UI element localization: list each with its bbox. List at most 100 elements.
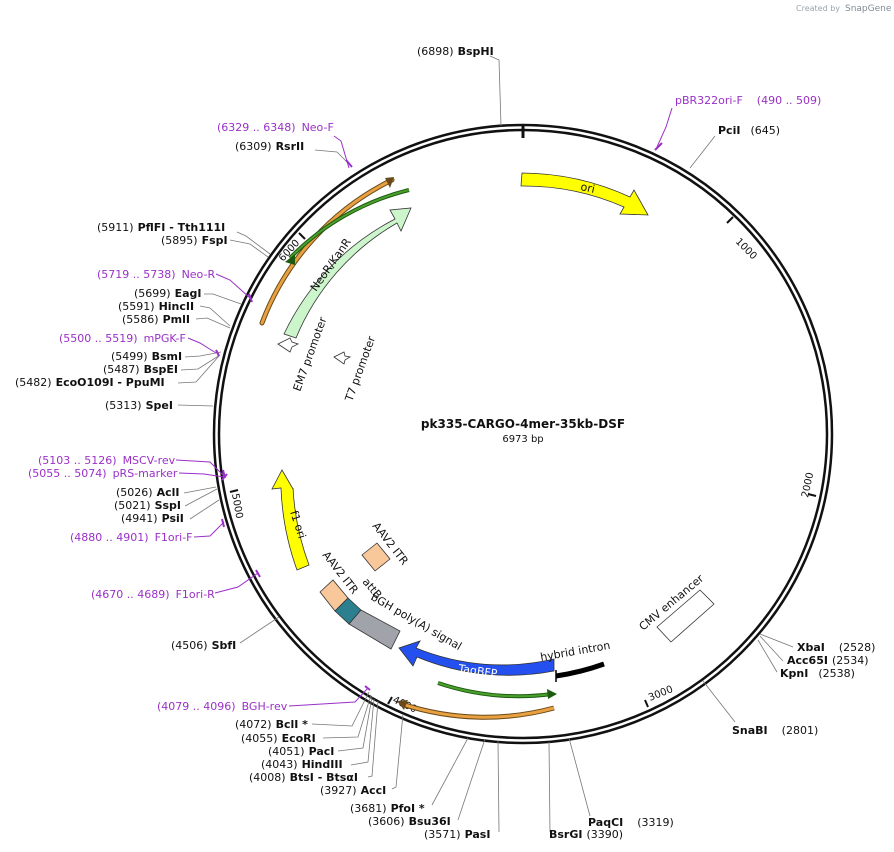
enzyme-acli-label: (5026)AclI [116, 486, 179, 499]
cmv-enhancer-feature[interactable] [656, 589, 715, 643]
primer-leader-prs-marker [178, 472, 225, 478]
hybrid-intron-label: hybrid intron [539, 639, 611, 664]
leader-bspei [180, 354, 221, 371]
tick-2000-mark [807, 493, 817, 497]
leader-kpni [757, 639, 778, 673]
plasmid-title-block: pk335-CARGO-4mer-35kb-DSF 6973 bp [421, 417, 625, 445]
enzyme-acci-label: (3927)AccI [320, 784, 386, 797]
enzyme-acci-name: AccI [361, 784, 387, 797]
hybrid-intron-feature[interactable] [555, 661, 605, 679]
tagbfp-feature[interactable] [398, 640, 555, 676]
enzyme-spei-name: SpeI [146, 399, 173, 412]
enzyme-bsphi-pos: (6898) [417, 45, 454, 58]
enzyme-leaders [177, 55, 794, 833]
enzyme-pcii-name: PciI [718, 124, 740, 137]
primer-leader-neo-f [333, 135, 350, 169]
primer-neo-r-range: (5719 .. 5738) [97, 268, 176, 281]
enzyme-bsrgi-name: BsrGI [549, 828, 582, 841]
enzyme-sbfi-name: SbfI [212, 639, 237, 652]
tick-3000-mark [644, 699, 649, 708]
tick-2000: 2000 [800, 471, 816, 498]
snapgene-credit: Created by SnapGene [796, 4, 892, 14]
leader-pasi [497, 740, 500, 833]
primer-neo-r-name: Neo-R [182, 268, 216, 281]
enzyme-xbai-name: XbaI [797, 641, 825, 654]
t7-promoter-feature[interactable] [333, 351, 352, 365]
primer-f1ori-r-range: (4670 .. 4689) [91, 588, 170, 601]
enzyme-fspi-pos: (5895) [161, 234, 198, 247]
enzyme-acc65i-name: Acc65I [787, 654, 828, 667]
enzyme-acli-name: AclI [157, 486, 180, 499]
enzyme-acc65i-label: Acc65I (2534) [787, 654, 869, 667]
leader-acli [183, 486, 217, 494]
credit-created-by: Created by [796, 4, 840, 13]
primer-neo-f-range: (6329 .. 6348) [217, 121, 296, 134]
t7-promoter-label: T7 promoter [342, 334, 378, 404]
enzyme-pasi-pos: (3571) [424, 828, 461, 841]
enzyme-pmli-label: (5586)PmlI [122, 313, 190, 326]
enzyme-sspi-name: SspI [155, 499, 181, 512]
primer-pbr322ori-f-range: (490 .. 509) [757, 94, 822, 107]
enzyme-xbai-label: XbaI(2528) [797, 641, 875, 654]
enzyme-spei-label: (5313)SpeI [105, 399, 173, 412]
primer-mark-neo-r [248, 293, 253, 303]
primer-neo-r-label: (5719 .. 5738) Neo-R [97, 268, 215, 281]
enzyme-eagi-pos: (5699) [134, 287, 171, 300]
enzyme-eagi-name: EagI [175, 287, 202, 300]
enzyme-rsrii-label: (6309)RsrII [235, 140, 304, 153]
enzyme-bsu36i-label: (3606)Bsu36I [368, 815, 451, 828]
em7-promoter-feature[interactable] [277, 337, 300, 353]
leader-xbai [759, 633, 794, 648]
enzyme-bspei-label: (5487)BspEI [103, 363, 178, 376]
enzyme-bsu36i-name: Bsu36I [409, 815, 451, 828]
primer-leader-neo-r [215, 273, 251, 299]
leader-snabi [702, 680, 736, 723]
primer-mpgk-f-range: (5500 .. 5519) [59, 332, 138, 345]
primer-pbr322ori-f-label: pBR322ori-F(490 .. 509) [675, 94, 821, 107]
tick-4000-mark [387, 696, 393, 705]
enzyme-acc65i-pos: (2534) [832, 654, 869, 667]
enzyme-pcii-pos: (645) [750, 124, 780, 137]
neo-kanr-label: NeoR/KanR [308, 236, 354, 294]
f1-ori-feature[interactable] [271, 469, 310, 571]
orf-outer-lower [401, 702, 555, 719]
leader-acc65i [759, 635, 784, 662]
enzyme-bsphi-label: (6898)BspHI [417, 45, 494, 58]
orf-outer-lower-head [397, 700, 408, 710]
leader-bsrgi [548, 741, 551, 833]
orf-inner-upper [289, 189, 410, 259]
ori-feature[interactable] [520, 172, 649, 216]
primer-f1ori-f-label: (4880 .. 4901)F1ori-F [70, 531, 193, 544]
primer-labels: pBR322ori-F(490 .. 509) (6329 .. 6348) Ne… [28, 94, 821, 713]
enzyme-labels: (6898)BspHI PciI (645) (6309)RsrII (5911)… [15, 45, 875, 841]
bgh-polya-feature[interactable] [348, 609, 401, 650]
enzyme-pflfi-name: PflFI - Tth111I [138, 221, 226, 234]
enzyme-snabi-name: SnaBI [732, 724, 768, 737]
primer-mark-mpgk-f [215, 349, 220, 357]
primer-prs-marker-name: pRS-marker [113, 467, 178, 480]
enzyme-bspei-name: BspEI [144, 363, 178, 376]
leader-spei [177, 404, 214, 407]
enzyme-sspi-pos: (5021) [114, 499, 151, 512]
primer-leader-mpgk-f [187, 337, 217, 354]
enzyme-paci-pos: (4051) [268, 745, 305, 758]
primer-mark-bgh-rev [364, 685, 371, 691]
enzyme-pasi-name: PasI [465, 828, 491, 841]
primer-mscv-rev-range: (5103 .. 5126) [38, 454, 117, 467]
primer-mscv-rev-label: (5103 .. 5126)MSCV-rev [38, 454, 176, 467]
enzyme-bcli-pos: (4072) [235, 718, 272, 731]
neo-kanr-feature[interactable] [283, 207, 412, 339]
enzyme-eagi-label: (5699) EagI [134, 287, 201, 300]
enzyme-btsi-name: BtsI - BtsαI [290, 771, 358, 784]
enzyme-ecori-pos: (4055) [241, 732, 278, 745]
enzyme-hincii-pos: (5591) [118, 300, 155, 313]
enzyme-pflfi-label: (5911)PflFI - Tth111I [97, 221, 225, 234]
plasmid-name: pk335-CARGO-4mer-35kb-DSF [421, 417, 625, 431]
enzyme-paqci-label: PaqCI(3319) [588, 816, 674, 829]
leader-pmli [195, 317, 231, 329]
credit-brand: SnapGene [845, 4, 892, 14]
aav2-itr-inner-feature[interactable] [361, 542, 391, 572]
enzyme-hindiii-pos: (4043) [261, 758, 298, 771]
enzyme-ecoo109i-label: (5482)EcoO109I - PpuMI [15, 376, 165, 389]
enzyme-bcli-name: BclI * [276, 718, 309, 731]
